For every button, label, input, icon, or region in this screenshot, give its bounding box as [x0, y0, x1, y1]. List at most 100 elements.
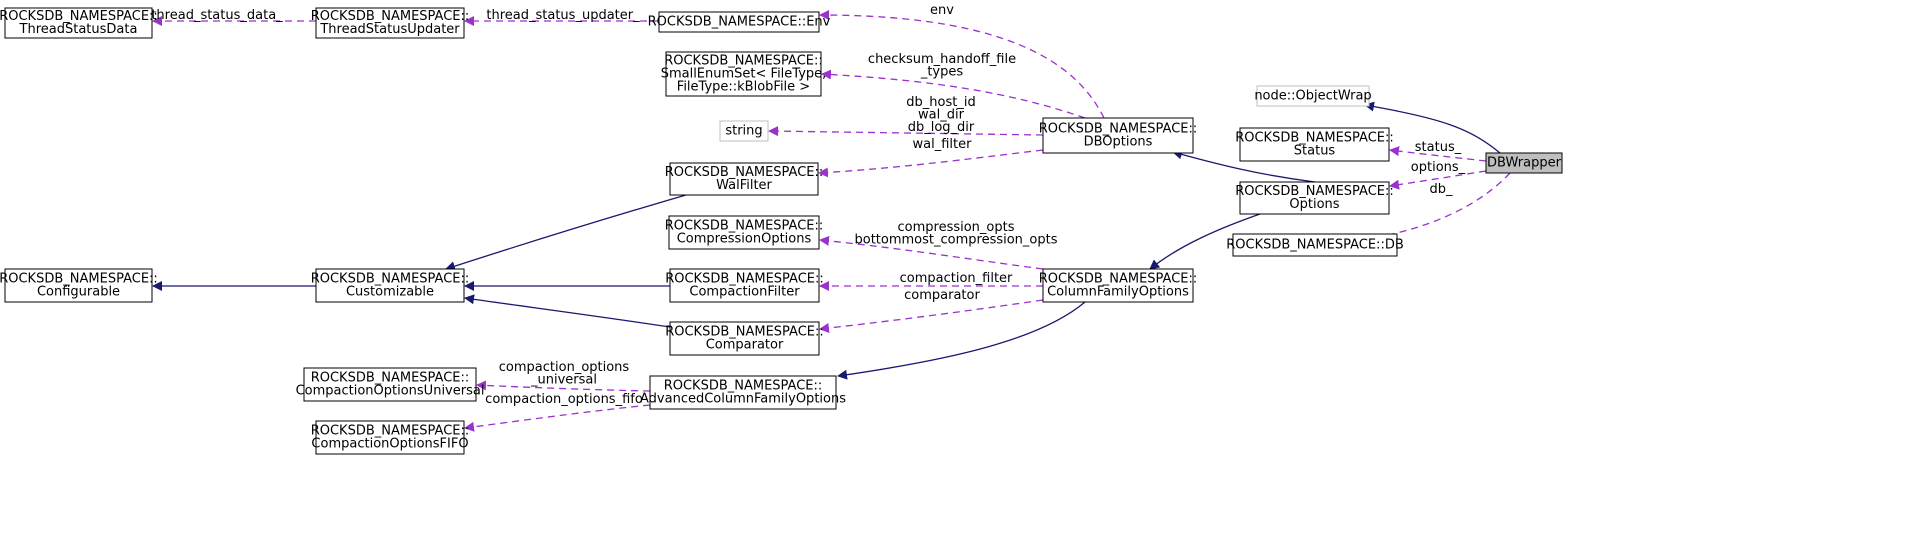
class-box	[1042, 268, 1194, 303]
class-name-line: ROCKSDB_NAMESPACE::DB	[1226, 238, 1404, 253]
edge-options-dboptions	[1172, 149, 1316, 183]
edge-compaction-options-universal	[476, 380, 651, 392]
class-node-comparator[interactable]: ROCKSDB_NAMESPACE::Comparator	[665, 321, 824, 356]
class-node-dboptions[interactable]: ROCKSDB_NAMESPACE::DBOptions	[1039, 117, 1198, 154]
edge-label-checksum-handoff: _types	[920, 65, 964, 80]
edge-label-string-members: db_host_id	[906, 95, 975, 110]
class-box	[1239, 127, 1390, 162]
class-node-columnfamilyoptions[interactable]: ROCKSDB_NAMESPACE::ColumnFamilyOptions	[1039, 268, 1198, 303]
class-name-line: Customizable	[346, 285, 434, 300]
class-name-line: DBWrapper	[1487, 156, 1562, 171]
edge-db	[1359, 172, 1511, 244]
class-box	[315, 420, 465, 455]
edge-compaction-options-fifo	[464, 404, 651, 432]
edge-label-compression-opts: compression_opts	[898, 220, 1015, 235]
class-box	[1042, 117, 1194, 154]
edge-label-compaction-options-fifo: compaction_options_fifo	[485, 392, 643, 407]
class-name-line: ROCKSDB_NAMESPACE::	[1235, 184, 1394, 199]
class-name-line: ColumnFamilyOptions	[1047, 285, 1189, 300]
class-box	[719, 120, 769, 142]
class-name-line: ROCKSDB_NAMESPACE::	[664, 54, 823, 69]
class-name-line: ROCKSDB_NAMESPACE::	[1235, 131, 1394, 146]
edge-comparator-customizable	[464, 294, 671, 328]
class-box	[669, 162, 819, 196]
class-node-configurable[interactable]: ROCKSDB_NAMESPACE::Configurable	[0, 268, 158, 303]
class-node-compactionoptionsuniversal[interactable]: ROCKSDB_NAMESPACE::CompactionOptionsUniv…	[296, 367, 485, 402]
class-name-line: ROCKSDB_NAMESPACE::	[0, 272, 158, 287]
edge-label-thread-status-updater: thread_status_updater_	[486, 8, 640, 23]
class-name-line: CompactionOptionsFIFO	[311, 437, 468, 452]
class-name-line: ROCKSDB_NAMESPACE::	[665, 165, 824, 180]
class-name-line: Configurable	[37, 285, 120, 300]
class-node-walfilter[interactable]: ROCKSDB_NAMESPACE::WalFilter	[665, 162, 824, 196]
class-name-line: ROCKSDB_NAMESPACE::	[311, 272, 470, 287]
class-name-line: CompactionFilter	[689, 285, 800, 300]
class-name-line: Status	[1294, 144, 1336, 159]
edge-cfo-options	[1149, 213, 1261, 270]
class-name-line: ROCKSDB_NAMESPACE::	[665, 272, 824, 287]
class-name-line: ThreadStatusUpdater	[319, 22, 460, 37]
class-node-threadstatusupdater[interactable]: ROCKSDB_NAMESPACE::ThreadStatusUpdater	[311, 7, 470, 39]
class-node-threadstatusdata[interactable]: ROCKSDB_NAMESPACE::ThreadStatusData	[0, 7, 158, 39]
class-node-compactionfilter[interactable]: ROCKSDB_NAMESPACE::CompactionFilter	[665, 268, 824, 303]
class-box	[665, 51, 822, 97]
class-name-line: ROCKSDB_NAMESPACE::	[665, 219, 824, 234]
class-name-line: Options	[1289, 197, 1339, 212]
edge-checksum-handoff	[821, 69, 1086, 119]
class-box	[649, 375, 837, 410]
class-node-string[interactable]: string	[719, 120, 769, 142]
class-node-customizable[interactable]: ROCKSDB_NAMESPACE::Customizable	[311, 268, 470, 303]
class-box	[1485, 152, 1563, 174]
edge-label-options: options_	[1411, 160, 1466, 175]
edge-label-compaction-filter: compaction_filter	[900, 271, 1013, 286]
class-name-line: ROCKSDB_NAMESPACE::	[311, 424, 470, 439]
edge-walfilter-customizable	[445, 194, 687, 271]
class-node-compressionoptions[interactable]: ROCKSDB_NAMESPACE::CompressionOptions	[665, 215, 824, 250]
class-name-line: ROCKSDB_NAMESPACE::	[1039, 122, 1198, 137]
edge-acfo-cfo	[837, 301, 1086, 380]
class-name-line: ROCKSDB_NAMESPACE::	[1039, 272, 1198, 287]
class-node-db[interactable]: ROCKSDB_NAMESPACE::DB	[1226, 233, 1404, 257]
edge-dbwrapper-objectwrap	[1364, 101, 1501, 154]
class-node-compactionoptionsfifo[interactable]: ROCKSDB_NAMESPACE::CompactionOptionsFIFO	[311, 420, 470, 455]
class-name-line: CompressionOptions	[677, 232, 812, 247]
class-box	[1232, 233, 1398, 257]
edge-label-status: status_	[1415, 140, 1462, 155]
class-node-status[interactable]: ROCKSDB_NAMESPACE::Status	[1235, 127, 1394, 162]
edge-status	[1389, 146, 1487, 162]
class-box	[315, 7, 465, 39]
class-name-line: DBOptions	[1084, 135, 1153, 150]
class-name-line: SmallEnumSet< FileType,	[661, 67, 827, 82]
class-name-line: ROCKSDB_NAMESPACE::	[311, 371, 470, 386]
edge-label-comparator: comparator	[904, 288, 980, 303]
edge-label-db: db_	[1429, 182, 1453, 197]
edge-label-checksum-handoff: checksum_handoff_file	[868, 52, 1016, 67]
edge-label-wal-filter: wal_filter	[913, 137, 973, 152]
edge-label-env: env	[930, 3, 954, 18]
edge-label-thread-status-data: thread_status_data_	[151, 8, 283, 23]
class-node-options[interactable]: ROCKSDB_NAMESPACE::Options	[1235, 181, 1394, 215]
edge-compression-opts	[819, 235, 1044, 270]
class-name-line: ROCKSDB_NAMESPACE::	[0, 9, 158, 24]
edge-comparator	[819, 299, 1044, 333]
class-name-line: string	[725, 124, 762, 139]
class-box	[303, 367, 477, 402]
class-box	[1256, 85, 1370, 107]
edge-string-members	[768, 126, 1044, 137]
class-node-smallenumset[interactable]: ROCKSDB_NAMESPACE::SmallEnumSet< FileTyp…	[661, 51, 827, 97]
class-name-line: CompactionOptionsUniversal	[296, 384, 485, 399]
class-name-line: WalFilter	[716, 178, 772, 193]
class-node-dbwrapper[interactable]: DBWrapper	[1485, 152, 1563, 174]
edge-label-compaction-options-universal: _universal	[530, 373, 597, 388]
class-box	[4, 7, 153, 39]
class-box	[315, 268, 465, 303]
edge-label-compaction-options-universal: compaction_options	[499, 360, 630, 375]
class-name-line: ThreadStatusData	[19, 22, 138, 37]
class-name-line: ROCKSDB_NAMESPACE::Env	[648, 15, 831, 30]
edge-label-compression-opts: bottommost_compression_opts	[854, 233, 1057, 248]
class-node-env[interactable]: ROCKSDB_NAMESPACE::Env	[648, 11, 831, 33]
class-name-line: Comparator	[706, 338, 784, 353]
class-node-objectwrap[interactable]: node::ObjectWrap	[1254, 85, 1372, 107]
class-node-advancedcolumnfamilyoptions[interactable]: ROCKSDB_NAMESPACE::AdvancedColumnFamilyO…	[640, 375, 846, 410]
